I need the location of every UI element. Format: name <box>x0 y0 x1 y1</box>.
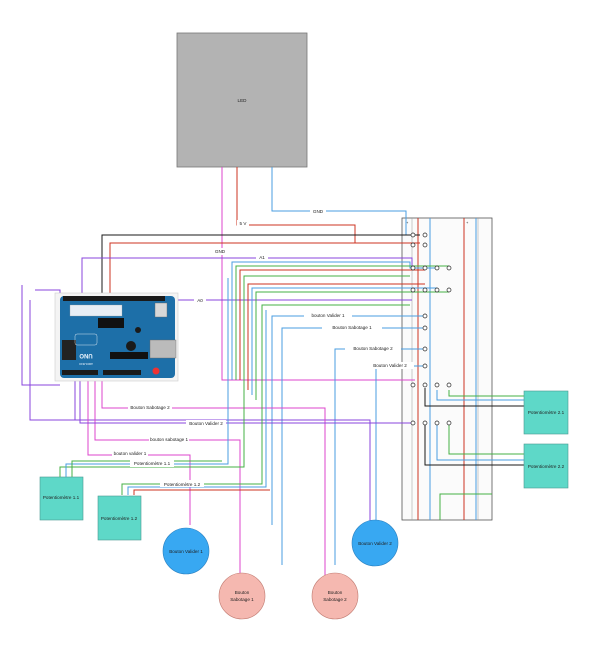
label-bouton-valider-2-left: Bouton Valider 2 <box>189 421 223 426</box>
label-bouton-valider-2-top: Bouton Valider 2 <box>373 363 407 368</box>
potentiometre-2-2: Potentiomètre 2.2 <box>523 443 569 489</box>
wire-a1 <box>81 257 413 300</box>
wire-gnd-arduino <box>101 234 420 300</box>
wire-potentiometre-1-1 <box>59 275 410 478</box>
svg-text:+: + <box>466 220 469 225</box>
wire-led-5v <box>236 167 420 244</box>
bouton-valider-1-label: Bouton Valider 1 <box>169 549 203 554</box>
breadboard: + + <box>401 217 493 521</box>
wire-labels: bouton Valider 1 Bouton Sabotage 1 Bouto… <box>112 312 414 487</box>
label-gnd-top: GND <box>313 209 324 214</box>
label-bouton-valider-1-left: bouton valider 1 <box>114 451 147 456</box>
potentiometre-1-1: Potentiomètre 1.1 <box>39 476 84 521</box>
label-a1: A1 <box>259 255 265 260</box>
bouton-sabotage-1-label-2: Sabotage 1 <box>230 597 254 602</box>
label-bouton-sabotage-2-left: Bouton Sabotage 2 <box>130 405 170 410</box>
led-label: LED <box>238 98 248 103</box>
arduino-logo: UNO <box>79 352 93 358</box>
bouton-sabotage-1-label-1: Bouton <box>235 590 250 595</box>
potentiometre-2-1: Potentiomètre 2.1 <box>523 390 569 435</box>
arduino-brand: ARDUINO <box>78 362 93 366</box>
breadboard-holes <box>410 232 452 426</box>
bouton-sabotage-2-label-1: Bouton <box>328 590 343 595</box>
bouton-valider-2: Bouton Valider 2 <box>351 519 399 567</box>
label-a0: A0 <box>197 298 203 303</box>
wire-bouton-sabotage-2-left <box>101 380 326 575</box>
bouton-valider-1: Bouton Valider 1 <box>162 527 210 575</box>
wire-potentiometre-1-2 <box>121 304 410 495</box>
wire-bouton-valider-1 <box>271 315 425 525</box>
bouton-sabotage-1: Bouton Sabotage 1 <box>218 572 266 620</box>
label-potentiometre-1-1-wire: Potentiomètre 1.1 <box>134 461 171 466</box>
bouton-sabotage-2-label-2: Sabotage 2 <box>323 597 347 602</box>
label-bouton-valider-1: bouton Valider 1 <box>311 313 345 318</box>
label-potentiometre-1-2-wire: Potentiomètre 1.2 <box>164 482 201 487</box>
label-bouton-sabotage-1-top: Bouton Sabotage 1 <box>332 325 372 330</box>
potentiometre-1-2: Potentiomètre 1.2 <box>97 495 142 541</box>
label-5v: 5 V <box>240 221 248 226</box>
label-bouton-sabotage-2-top: Bouton Sabotage 2 <box>353 346 393 351</box>
arduino-uno-board: UNO ARDUINO <box>54 292 179 382</box>
label-gnd-mid: GND <box>215 249 226 254</box>
svg-text:+: + <box>406 220 409 225</box>
bouton-sabotage-2: Bouton Sabotage 2 <box>311 572 359 620</box>
label-bouton-sabotage-1-left: bouton sabotage 1 <box>150 437 189 442</box>
potentiometre-1-2-label: Potentiomètre 1.2 <box>101 516 138 521</box>
bouton-valider-2-label: Bouton Valider 2 <box>358 541 392 546</box>
led-component: LED <box>176 32 308 168</box>
potentiometre-1-1-label: Potentiomètre 1.1 <box>43 495 80 500</box>
wire-5v-arduino <box>109 242 355 300</box>
potentiometre-2-1-label: Potentiomètre 2.1 <box>528 410 565 415</box>
wire-led-signal <box>221 167 415 381</box>
potentiometre-2-2-label: Potentiomètre 2.2 <box>528 464 565 469</box>
rail-labels: 5 V GND GND A1 A0 <box>194 207 326 304</box>
